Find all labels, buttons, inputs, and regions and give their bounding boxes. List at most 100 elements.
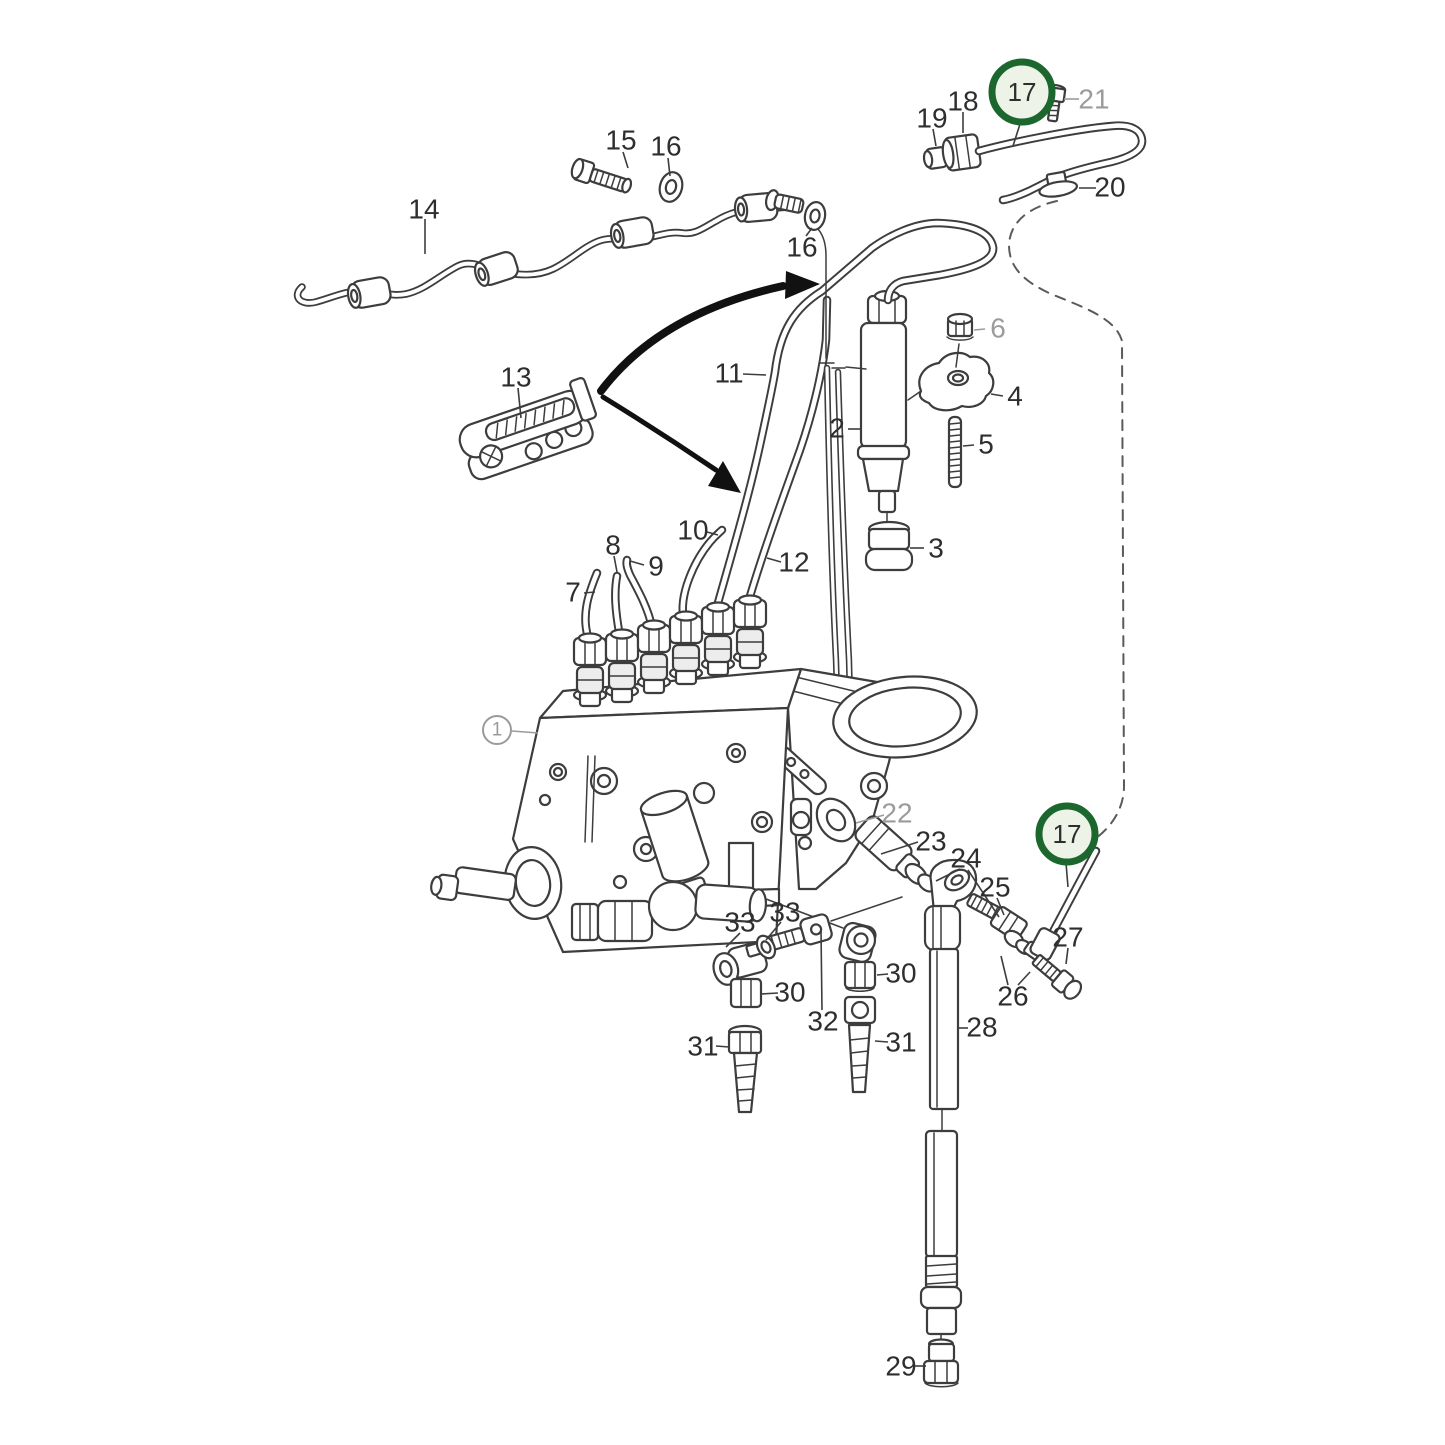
callout-part-27: 27: [1052, 922, 1084, 965]
callout-part-18: 18: [947, 86, 979, 133]
part-number-label: 14: [408, 194, 439, 225]
bleed-pipe-17-top: [974, 121, 1147, 205]
callout-part-4: 4: [990, 381, 1023, 412]
injection-pipe-9: [622, 555, 657, 632]
callout-leader-line: [962, 444, 975, 447]
part-number-label: 4: [1007, 381, 1023, 412]
callout-part-24: 24: [935, 843, 1000, 918]
part-number-label: 29: [885, 1351, 916, 1382]
rail-union: [733, 192, 779, 223]
delivery-valve-stack: [732, 594, 768, 670]
part-number-label: 17: [1053, 819, 1082, 849]
part-number-label: 6: [990, 313, 1006, 344]
callout-part-15: 15: [605, 125, 637, 169]
callout-part-21: 21: [1064, 84, 1110, 115]
part-number-label: 17: [1008, 77, 1037, 107]
callout-part-3: 3: [910, 533, 944, 564]
elbow-banjo-24: [929, 858, 1003, 921]
callout-leader-line: [613, 555, 618, 573]
callout-leader-line: [996, 897, 1005, 916]
callout-leader-line: [820, 930, 823, 1011]
part-number-label: 22: [881, 798, 912, 829]
injection-pipe-11: [711, 218, 998, 615]
part-number-label: 5: [978, 429, 994, 460]
part-number-label: 27: [1052, 922, 1083, 953]
callout-leader-line: [765, 921, 782, 941]
hose-barb-31-left: [727, 1024, 763, 1114]
callout-leader-line: [715, 1045, 730, 1048]
clamp-yoke-4: [907, 351, 995, 412]
callout-leader-line: [742, 373, 767, 376]
callout-part-30: 30: [876, 958, 917, 989]
part-number-label: 33: [724, 907, 755, 938]
callout-part-32: 32: [807, 930, 839, 1037]
injection-pipe-12: [743, 295, 832, 608]
part-number-label: 30: [774, 977, 805, 1008]
callout-leader-line: [874, 1040, 889, 1043]
part-number-label: 20: [1094, 172, 1125, 203]
washer-16-left: [658, 171, 684, 203]
injection-pump-1: [430, 594, 978, 954]
callout-leader-line: [880, 841, 919, 855]
injector-sleeve-3: [864, 520, 914, 572]
part-number-label: 1: [492, 720, 503, 741]
part-number-label: 26: [997, 981, 1028, 1012]
callout-leader-line: [1000, 955, 1009, 986]
part-number-label: 15: [605, 125, 636, 156]
part-number-label: 23: [915, 826, 946, 857]
callout-leader-line: [1017, 971, 1031, 986]
callout-part-25: 25: [979, 872, 1011, 916]
banjo-bolt-15: [570, 157, 633, 194]
delivery-valve-stack: [604, 628, 640, 704]
callout-part-31: 31: [687, 1031, 730, 1062]
highlight-ring: [988, 58, 1056, 126]
callout-leader-line: [583, 591, 596, 594]
delivery-valve-stack: [572, 632, 608, 708]
callout-leader-line: [1065, 862, 1069, 888]
callout-part-17-highlighted[interactable]: 17: [988, 58, 1056, 147]
callout-leader-line: [517, 387, 522, 419]
callout-part-33: 33: [724, 907, 756, 948]
callout-part-29: 29: [885, 1351, 926, 1382]
callout-part-1: 1: [482, 715, 539, 745]
callout-leader-line: [932, 128, 937, 147]
part-number-label: 3: [928, 533, 944, 564]
delivery-valve-stack: [700, 601, 736, 677]
part-number-label: 18: [947, 86, 978, 117]
callout-part-7: 7: [565, 577, 596, 608]
part-number-label: 25: [979, 872, 1010, 903]
callout-part-10: 10: [677, 515, 719, 546]
pointer-arrow-lower: [600, 394, 741, 493]
callout-leader-line: [766, 557, 782, 563]
callout-part-22: 22: [855, 798, 913, 829]
callout-part-28: 28: [959, 1012, 998, 1043]
callout-part-9: 9: [629, 551, 664, 582]
callout-part-23: 23: [880, 826, 947, 857]
rail-union: [609, 216, 655, 249]
injection-pipe-7: [581, 568, 602, 645]
part-number-label: 12: [778, 547, 809, 578]
leak-off-rail-14: [293, 189, 805, 309]
plug-29: [922, 1338, 960, 1388]
callout-leader-line: [855, 814, 885, 824]
part-number-label: 24: [950, 843, 981, 874]
routing-dashed-line: [1007, 200, 1126, 842]
callout-part-17-highlighted[interactable]: 17: [1035, 802, 1099, 888]
rail-union: [346, 276, 392, 309]
callout-part-16: 16: [786, 227, 818, 263]
callout-part-14: 14: [408, 194, 440, 254]
callout-leader-line: [760, 992, 779, 995]
injection-pipe-10: [678, 525, 727, 625]
part-number-label: 2: [829, 413, 845, 444]
delivery-valve-stack: [668, 610, 704, 686]
callout-leader-line: [990, 393, 1004, 397]
callout-leader-line: [667, 157, 671, 177]
callout-leader-line: [629, 560, 645, 566]
callout-leader-line: [511, 730, 539, 734]
callout-part-6: 6: [973, 313, 1006, 344]
stud-5: [947, 415, 963, 489]
part-number-label: 7: [565, 577, 581, 608]
union-nut-18: [941, 133, 982, 172]
